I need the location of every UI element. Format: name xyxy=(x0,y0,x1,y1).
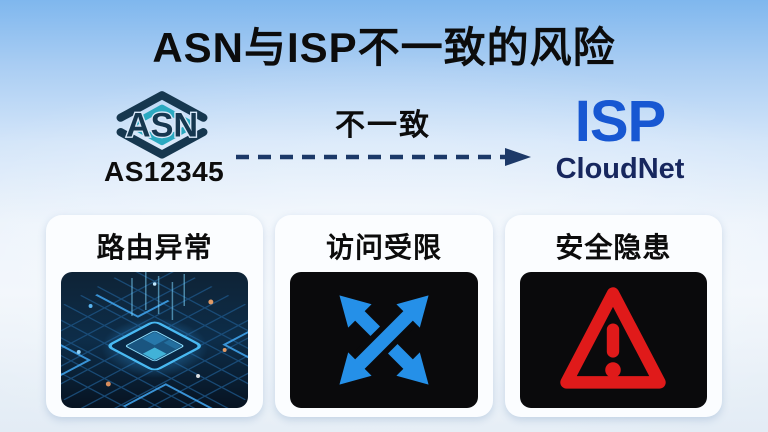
crossed-arrows-panel xyxy=(290,272,478,408)
asn-hexagon-logo-icon: ASN xyxy=(116,91,208,159)
circuit-chip-image xyxy=(61,272,249,408)
card-title: 安全隐患 xyxy=(555,232,672,263)
card-title: 路由异常 xyxy=(96,232,213,263)
asn-number: AS12345 xyxy=(104,156,225,187)
card-title: 访问受限 xyxy=(325,232,442,263)
isp-logo-block: ISP CloudNet xyxy=(540,89,700,186)
card-routing-anomaly: 路由异常 xyxy=(46,215,264,417)
mismatch-label: 不一致 xyxy=(335,109,431,142)
asn-logo-block: ASN AS12345 xyxy=(104,88,225,188)
card-access-restricted: 访问受限 xyxy=(275,215,493,417)
crossed-arrows-icon xyxy=(339,295,429,385)
card-security-hazard: 安全隐患 xyxy=(504,215,722,417)
isp-name: CloudNet xyxy=(555,152,685,185)
isp-logo-text: ISP xyxy=(574,89,667,154)
risk-cards-row: 路由异常 xyxy=(46,215,722,417)
warning-triangle-icon xyxy=(560,287,667,389)
warning-panel xyxy=(519,272,707,408)
dashed-arrow-icon xyxy=(236,148,531,166)
page-title: ASN与ISP不一致的风险 xyxy=(152,24,616,71)
mismatch-connector: 不一致 xyxy=(233,100,533,168)
asn-logo-text: ASN xyxy=(126,107,198,145)
circuit-board-illustration xyxy=(61,272,249,408)
